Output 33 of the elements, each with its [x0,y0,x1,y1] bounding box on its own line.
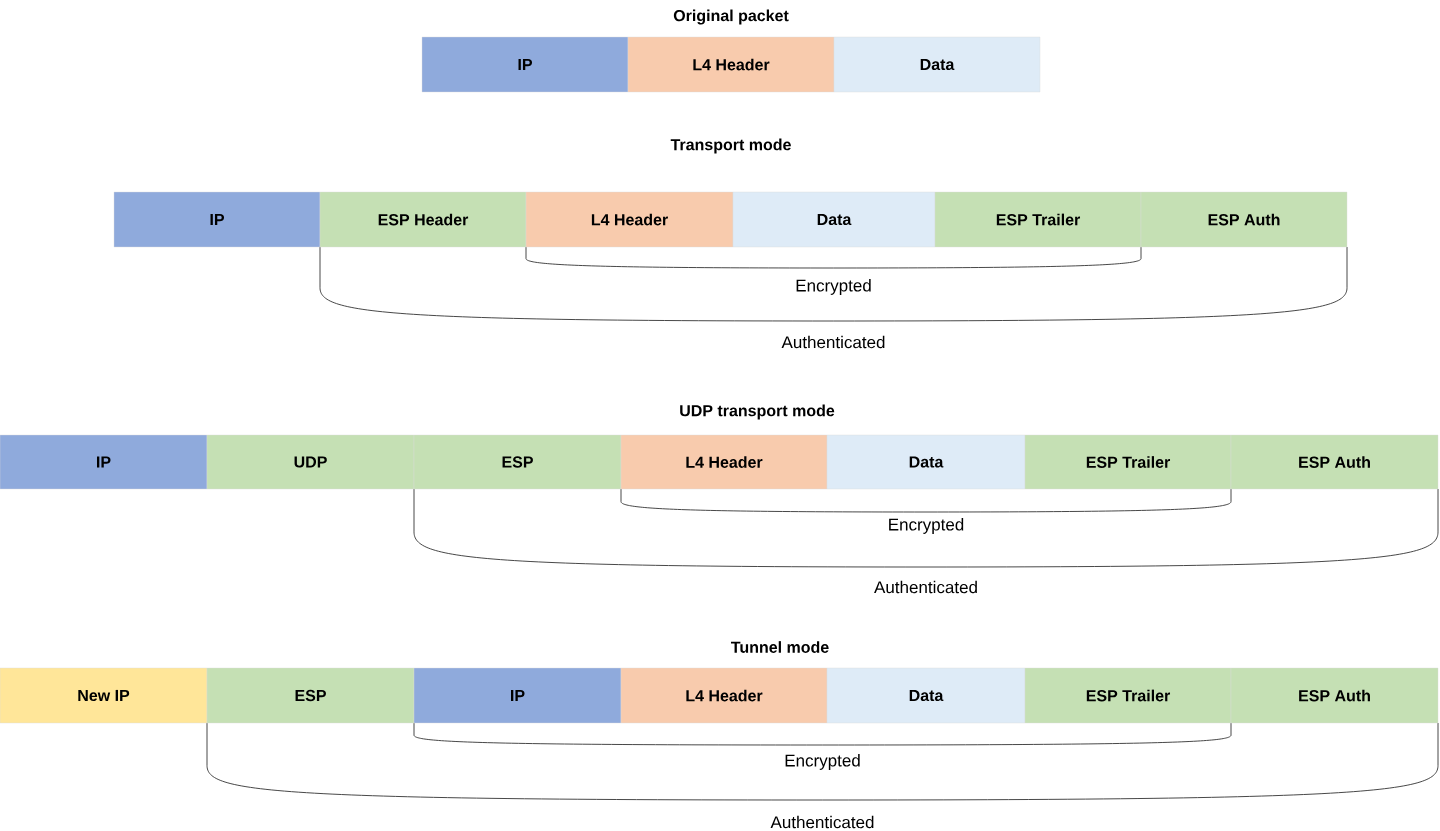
packet-field: IP [113,191,321,248]
section-heading: Original packet [673,9,789,25]
packet-field: ESP Auth [1230,667,1439,724]
packet-field: New IP [0,667,208,724]
packet-field: ESP Auth [1230,434,1439,490]
packet-field: ESP [413,434,622,490]
packet-field: ESP Auth [1140,191,1348,248]
packet-field: L4 Header [525,191,734,248]
bracket-label: Encrypted [889,518,964,534]
packet-field: ESP Trailer [1024,667,1232,724]
packet-field: L4 Header [627,36,835,93]
packet-field: IP [413,667,622,724]
packet-field: L4 Header [620,667,828,724]
bracket-label: Encrypted [796,279,871,295]
packet-field: IP [0,434,208,490]
bracket-label: Authenticated [874,580,977,594]
section-heading: UDP transport mode [680,404,835,420]
packet-field: ESP Trailer [934,191,1142,248]
packet-field: L4 Header [620,434,828,490]
packet-field: Data [826,434,1026,490]
packet-field: ESP Trailer [1024,434,1232,490]
packet-field: IP [421,36,629,93]
packet-field: Data [732,191,936,248]
section-heading: Transport mode [670,138,791,154]
packet-field: UDP [206,434,415,490]
bracket-label: Authenticated [781,335,885,349]
bracket-label: Authenticated [770,815,874,829]
packet-field: Data [833,36,1041,93]
packet-field: ESP [206,667,415,724]
section-heading: Tunnel mode [731,641,829,653]
packet-field: ESP Header [319,191,527,248]
bracket-label: Encrypted [785,754,860,770]
packet-field: Data [826,667,1026,724]
